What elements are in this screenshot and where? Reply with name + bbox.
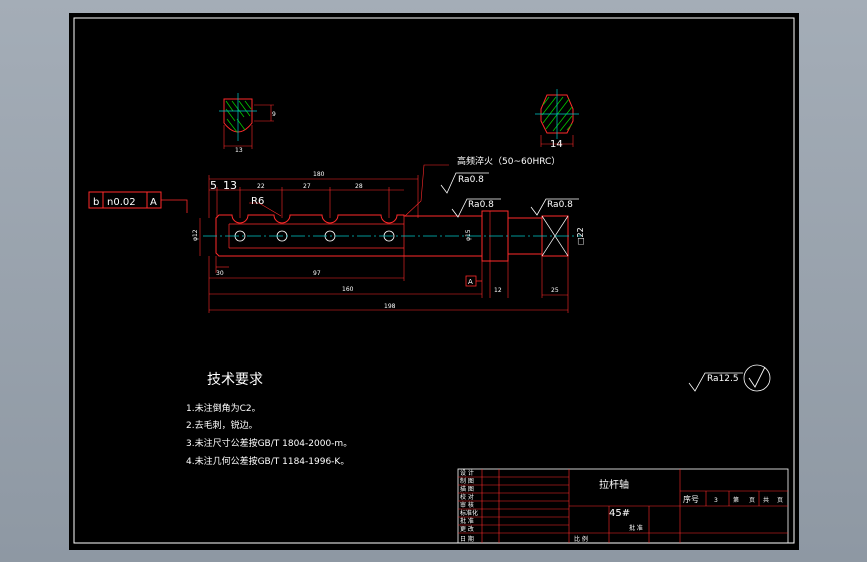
dim-dia-left: φ12 — [192, 229, 199, 241]
roughness-general: Ra12.5 — [707, 374, 739, 384]
dim-section-left-h: 9 — [272, 111, 276, 118]
approve-label: 批 准 — [629, 524, 643, 532]
section-view-left — [219, 93, 274, 149]
tolerance-symbol: b — [93, 197, 99, 208]
roughness-general-check-icon — [748, 366, 766, 388]
material: 45# — [609, 508, 630, 519]
drawing-canvas[interactable]: 9 13 14 b n0.02 A — [69, 13, 799, 550]
dim-step-1: 5 — [210, 179, 217, 192]
heat-treat-leader — [404, 164, 449, 217]
roughness-top: Ra0.8 — [458, 175, 484, 185]
title-row-5: 审 核 — [460, 501, 474, 509]
tech-item-2: 2.去毛刺，锐边。 — [186, 419, 258, 431]
roughness-mid: Ra0.8 — [468, 200, 494, 210]
dim-len-e: 25 — [551, 287, 559, 294]
heat-treat-note: 高频淬火（50~60HRC） — [457, 155, 560, 167]
drawing-frame — [73, 17, 795, 544]
dim-pitch-1: 22 — [257, 183, 265, 190]
title-row-1: 设 计 — [460, 469, 474, 477]
dim-radius: R6 — [251, 196, 264, 207]
tolerance-value: n0.02 — [107, 197, 136, 208]
dim-len-c: 160 — [342, 286, 354, 293]
cad-drawing[interactable]: 9 13 14 b n0.02 A — [69, 13, 799, 550]
title-block — [457, 468, 789, 544]
section-view-right — [535, 89, 579, 147]
title-row-3: 描 图 — [460, 485, 474, 493]
sheet-label-1: 第 — [733, 496, 739, 504]
sheet-label-2: 页 — [749, 497, 755, 504]
tech-title: 技术要求 — [207, 372, 263, 388]
roughness-top-icon — [440, 172, 489, 194]
title-row-4: 校 对 — [460, 493, 474, 501]
dim-step-2: 13 — [223, 179, 237, 192]
tolerance-datum: A — [150, 197, 157, 208]
title-row-9: 日 期 — [460, 535, 474, 543]
title-row-2: 制 图 — [460, 477, 474, 485]
sheet-label-3: 共 — [763, 496, 769, 504]
dim-len-a: 30 — [216, 270, 224, 277]
tech-item-1: 1.未注倒角为C2。 — [186, 402, 261, 414]
dimension-lines-top — [208, 175, 419, 218]
dim-len-d: 12 — [494, 287, 502, 294]
part-name: 拉杆轴 — [599, 478, 629, 491]
scale-label: 比 例 — [574, 535, 588, 543]
roughness-mid-icon — [451, 198, 501, 218]
seq-label: 序号 — [683, 494, 699, 504]
roughness-right: Ra0.8 — [547, 200, 573, 210]
seq-value: 3 — [714, 497, 718, 504]
geometric-tolerance-frame — [88, 191, 188, 213]
dim-pitch-2: 27 — [303, 183, 311, 190]
dim-len-b: 97 — [313, 270, 321, 277]
shaft-main-view — [203, 210, 581, 262]
dim-dia-mid: φ15 — [465, 229, 472, 241]
sheet-label-4: 页 — [777, 497, 783, 504]
tech-item-4: 4.未注几何公差按GB/T 1184-1996-K。 — [186, 455, 349, 467]
dimension-lines-bottom — [208, 256, 569, 313]
dim-section-left-w: 13 — [235, 147, 243, 154]
roughness-right-icon — [530, 198, 579, 216]
tech-item-3: 3.未注尺寸公差按GB/T 1804-2000-m。 — [186, 437, 352, 449]
roughness-general-circle — [743, 364, 771, 392]
title-row-8: 更 改 — [460, 525, 474, 533]
datum-label: A — [468, 278, 473, 286]
title-row-6: 标准化 — [460, 509, 478, 517]
dim-top-pitch: 180 — [313, 171, 325, 178]
title-row-7: 批 准 — [460, 517, 474, 525]
dim-square: □22 — [576, 227, 585, 245]
dim-pitch-3: 28 — [355, 183, 363, 190]
dim-section-right-w: 14 — [550, 139, 563, 150]
roughness-general-icon — [688, 372, 743, 392]
dim-len-total: 198 — [384, 303, 396, 310]
